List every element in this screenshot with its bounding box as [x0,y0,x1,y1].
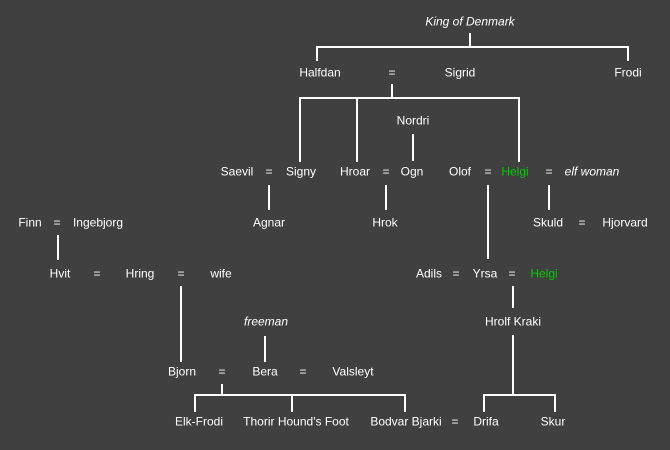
node-olof: Olof [448,164,472,179]
node-halfdan: Halfdan [299,65,341,80]
connector-line [316,46,318,61]
connector-line [404,394,406,412]
node-elf-woman: elf woman [564,164,620,179]
equals-sign: = [545,164,553,179]
node-adils: Adils [415,266,443,281]
node-hvit: Hvit [49,266,71,281]
node-skur: Skur [540,414,566,429]
connector-line [221,384,223,396]
node-saevil: Saevil [220,164,254,179]
node-bera: Bera [252,364,278,379]
equals-sign: = [177,266,185,281]
connector-line [268,185,270,210]
node-bodvar-bjarki: Bodvar Bjarki [370,414,442,429]
connector-line [291,394,293,412]
node-king-of-denmark: King of Denmark [425,14,515,29]
node-signy: Signy [285,164,317,179]
node-helgi: Helgi [501,164,529,179]
node-skuld: Skuld [532,215,564,230]
equals-sign: = [508,266,516,281]
connector-line [469,33,471,47]
connector-line [548,185,550,210]
connector-line [512,335,514,396]
node-helgi-second: Helgi [530,266,558,281]
connector-line [483,394,556,396]
node-elk-frodi: Elk-Frodi [174,414,224,429]
connector-line [264,336,266,362]
connector-line [194,394,406,396]
connector-line [316,46,629,48]
connector-line [57,235,59,260]
equals-sign: = [382,164,390,179]
equals-sign: = [53,215,61,230]
node-hring: Hring [125,266,155,281]
equals-sign: = [578,215,586,230]
node-drifa: Drifa [473,414,499,429]
connector-line [194,394,196,412]
equals-sign: = [265,164,273,179]
equals-sign: = [452,266,460,281]
connector-line [518,97,520,162]
node-sigrid: Sigrid [444,65,476,80]
connector-line [356,97,358,162]
node-hrok: Hrok [372,215,398,230]
node-hjorvard: Hjorvard [602,215,648,230]
connector-line [412,134,414,161]
node-freeman: freeman [243,314,289,329]
equals-sign: = [388,65,396,80]
connector-line [385,185,387,210]
connector-line [554,394,556,412]
node-hrolf-kraki: Hrolf Kraki [484,314,542,329]
node-agnar: Agnar [252,215,286,230]
connector-line [483,394,485,412]
equals-sign: = [451,414,459,429]
connector-line [299,97,301,162]
node-finn: Finn [18,215,42,230]
node-wife: wife [210,266,232,281]
node-yrsa: Yrsa [472,266,498,281]
connector-line [180,286,182,362]
connector-line [391,84,393,99]
node-valsleyt: Valsleyt [332,364,374,379]
connector-line [512,286,514,308]
node-ingebjorg: Ingebjorg [72,215,124,230]
connector-line [487,185,489,259]
node-thorir-hounds-foot: Thorir Hound's Foot [243,414,349,429]
node-frodi: Frodi [614,65,642,80]
connector-line [299,97,520,99]
node-bjorn: Bjorn [167,364,197,379]
equals-sign: = [299,364,307,379]
equals-sign: = [218,364,226,379]
node-nordri: Nordri [396,113,430,128]
connector-line [627,46,629,61]
equals-sign: = [484,164,492,179]
node-ogn: Ogn [400,164,424,179]
node-hroar: Hroar [339,164,371,179]
equals-sign: = [93,266,101,281]
